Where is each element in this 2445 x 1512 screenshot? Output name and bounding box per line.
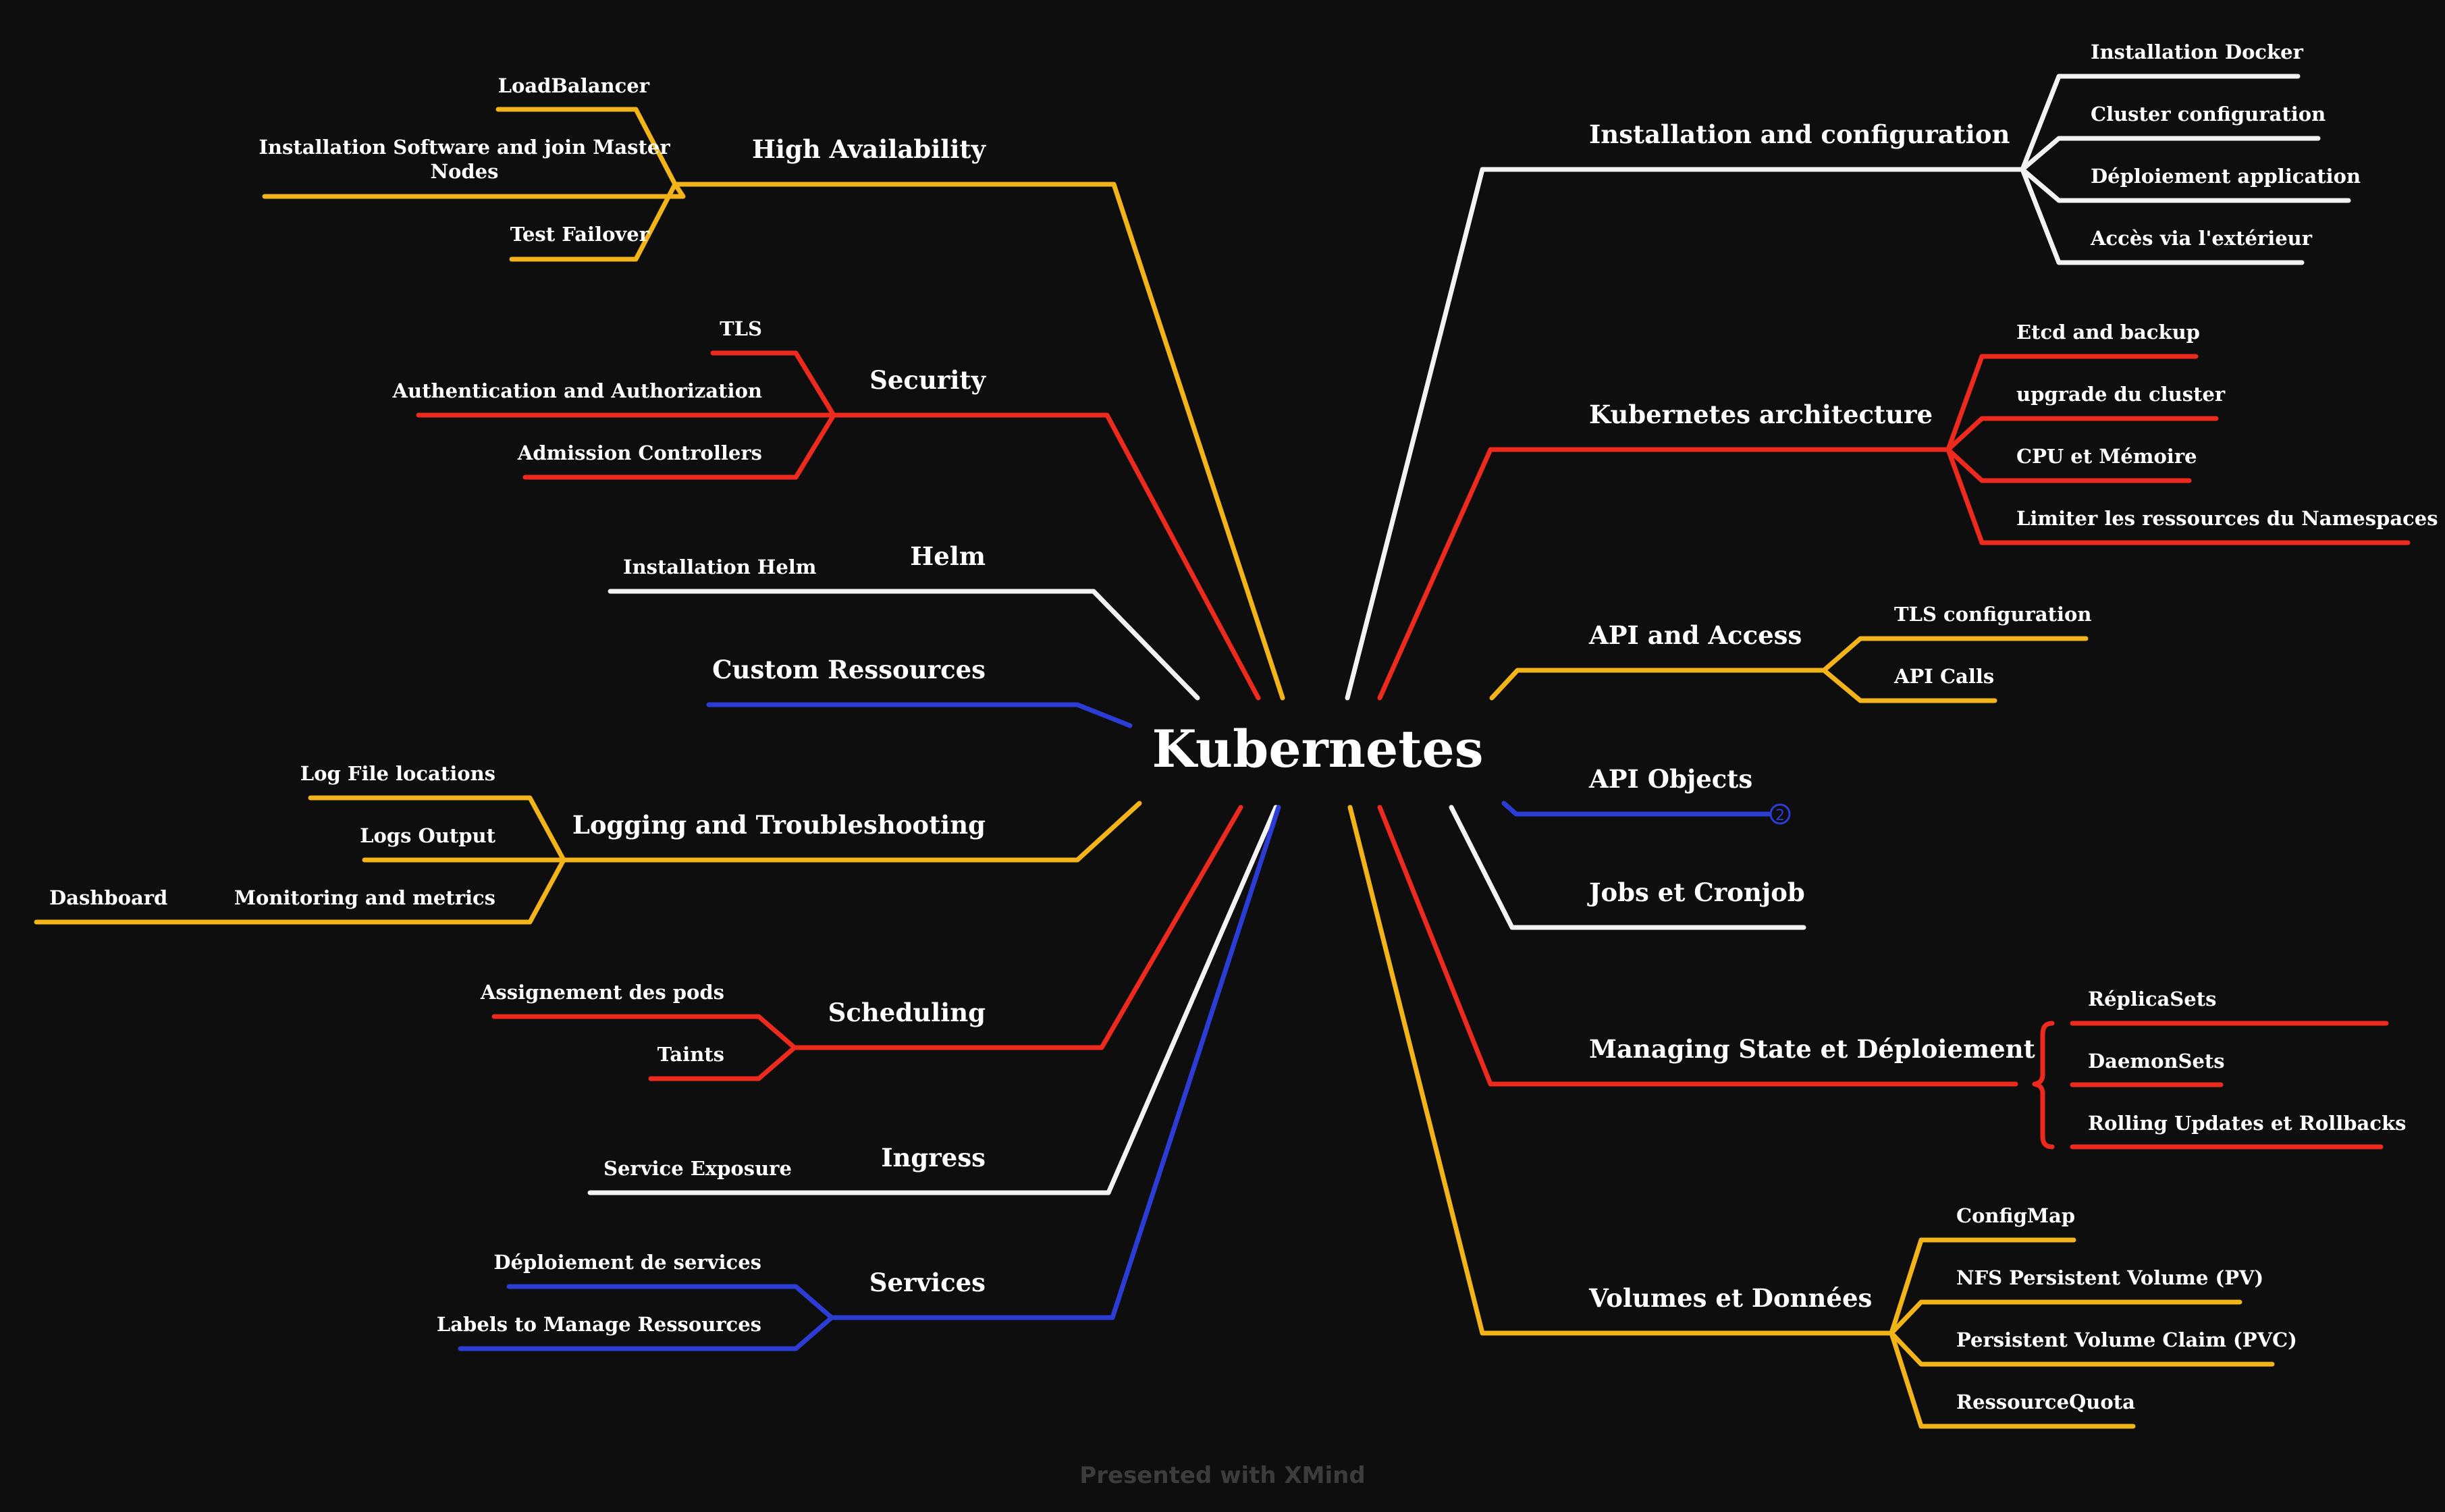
branch-line-api-objects — [1501, 801, 1771, 817]
branch-line-architecture — [1377, 354, 2411, 701]
connectors: 2 — [34, 74, 2411, 1429]
subtopic-cpu-memoire[interactable]: CPU et Mémoire — [2016, 445, 2197, 468]
subtopic-tls-configuration[interactable]: TLS configuration — [1894, 603, 2091, 626]
subtopic-installation-helm[interactable]: Installation Helm — [623, 556, 817, 578]
branch-line-high-availability — [262, 107, 1285, 701]
branch-line-custom-ressources — [706, 702, 1133, 728]
subtopic-test-failover[interactable]: Test Failover — [510, 223, 650, 246]
subtopic-loadbalancer[interactable]: LoadBalancer — [498, 74, 650, 97]
topic-label: Services — [869, 1268, 986, 1297]
topic-label: API and Access — [1588, 620, 1802, 650]
topic-managing-state[interactable]: Managing State et Déploiement — [1589, 1034, 2035, 1064]
subtopic-assignement-pods[interactable]: Assignement des pods — [480, 981, 724, 1004]
subtopic-cluster-configuration[interactable]: Cluster configuration — [2091, 103, 2326, 126]
subtopic-acces-exterieur[interactable]: Accès via l'extérieur — [2090, 227, 2313, 250]
topic-label: Security — [869, 365, 986, 395]
branch-line-logging — [34, 795, 1142, 925]
topic-services[interactable]: Services — [869, 1268, 986, 1297]
topic-api-access[interactable]: API and Access — [1588, 620, 1802, 650]
subtopic-monitoring-metrics[interactable]: Monitoring and metrics — [234, 886, 495, 909]
topic-label: Logging and Troubleshooting — [572, 810, 986, 840]
topic-label: Jobs et Cronjob — [1587, 878, 1805, 907]
topic-label: Installation and configuration — [1589, 119, 2010, 149]
branch-line-managing-state — [1377, 805, 2389, 1150]
subtopic-pvc[interactable]: Persistent Volume Claim (PVC) — [1956, 1328, 2297, 1351]
subtopic-installation-software-line1[interactable]: Installation Software and join Master — [259, 136, 670, 159]
collapsed-count-badge[interactable]: 2 — [1769, 803, 1791, 825]
topic-logging[interactable]: Logging and Troubleshooting — [572, 810, 986, 840]
branch-line-installation — [1345, 74, 2351, 701]
subtopic-admission-controllers[interactable]: Admission Controllers — [517, 441, 762, 464]
branch-line-jobs — [1449, 805, 1806, 930]
subtopic-ressourcequota[interactable]: RessourceQuota — [1956, 1390, 2135, 1413]
collapsed-count-text: 2 — [1775, 807, 1785, 824]
subtopic-labels-manage-ressources[interactable]: Labels to Manage Ressources — [437, 1313, 761, 1336]
subtopic-nfs-pv[interactable]: NFS Persistent Volume (PV) — [1956, 1266, 2263, 1289]
subtopic-installation-docker[interactable]: Installation Docker — [2091, 40, 2304, 63]
branch-line-ingress — [587, 805, 1279, 1195]
subtopic-service-exposure[interactable]: Service Exposure — [603, 1157, 792, 1180]
topic-scheduling[interactable]: Scheduling — [828, 998, 986, 1027]
topic-high-availability[interactable]: High Availability — [752, 134, 987, 164]
topic-label: Scheduling — [828, 998, 986, 1027]
topic-custom-ressources[interactable]: Custom Ressources — [712, 655, 986, 684]
topic-label: Ingress — [881, 1143, 986, 1172]
topic-volumes-donnees[interactable]: Volumes et Données — [1588, 1283, 1872, 1313]
central-topic[interactable]: Kubernetes — [1152, 719, 1483, 779]
branch-line-security — [416, 350, 1261, 701]
topic-security[interactable]: Security — [869, 365, 986, 395]
subtopic-dashboard[interactable]: Dashboard — [49, 886, 167, 909]
subtopic-upgrade-cluster[interactable]: upgrade du cluster — [2016, 383, 2226, 406]
subtopic-api-calls[interactable]: API Calls — [1893, 665, 1994, 688]
topic-installation-configuration[interactable]: Installation and configuration — [1589, 119, 2010, 149]
topic-label: Managing State et Déploiement — [1589, 1034, 2035, 1064]
branch-line-api-access — [1489, 636, 2089, 703]
subtopic-log-file-locations[interactable]: Log File locations — [300, 762, 495, 785]
topic-label: Volumes et Données — [1588, 1283, 1872, 1313]
subtopic-rolling-updates[interactable]: Rolling Updates et Rollbacks — [2088, 1112, 2406, 1135]
subtopic-limiter-ressources[interactable]: Limiter les ressources du Namespaces — [2016, 507, 2438, 530]
topic-ingress[interactable]: Ingress — [881, 1143, 986, 1172]
topic-label: Kubernetes architecture — [1589, 400, 1933, 429]
subtopic-installation-software-line2[interactable]: Nodes — [431, 160, 499, 183]
branch-line-scheduling — [491, 805, 1243, 1081]
branch-line-helm — [608, 589, 1200, 701]
subtopic-etcd-backup[interactable]: Etcd and backup — [2016, 321, 2200, 344]
subtopic-deploiement-application[interactable]: Déploiement application — [2091, 165, 2361, 188]
branch-line-services — [458, 805, 1281, 1351]
topic-label: Helm — [910, 541, 986, 571]
subtopic-tls[interactable]: TLS — [720, 317, 762, 340]
topic-label: API Objects — [1588, 764, 1752, 794]
topic-label: Custom Ressources — [712, 655, 986, 684]
subtopic-taints[interactable]: Taints — [657, 1043, 724, 1066]
subtopic-logs-output[interactable]: Logs Output — [360, 824, 496, 847]
topic-label: High Availability — [752, 134, 987, 164]
footer-watermark: Presented with XMind — [1079, 1462, 1365, 1489]
topic-helm[interactable]: Helm — [910, 541, 986, 571]
subtopic-deploiement-services[interactable]: Déploiement de services — [493, 1251, 761, 1274]
topic-kubernetes-architecture[interactable]: Kubernetes architecture — [1589, 400, 1933, 429]
subtopic-daemonsets[interactable]: DaemonSets — [2088, 1050, 2225, 1073]
subtopic-replicasets[interactable]: RéplicaSets — [2088, 988, 2216, 1010]
topic-api-objects[interactable]: API Objects — [1588, 764, 1752, 794]
branch-line-volumes — [1347, 805, 2275, 1429]
subtopic-configmap[interactable]: ConfigMap — [1956, 1204, 2075, 1227]
subtopic-authentication[interactable]: Authentication and Authorization — [392, 379, 762, 402]
topic-jobs-cronjob[interactable]: Jobs et Cronjob — [1587, 878, 1805, 907]
